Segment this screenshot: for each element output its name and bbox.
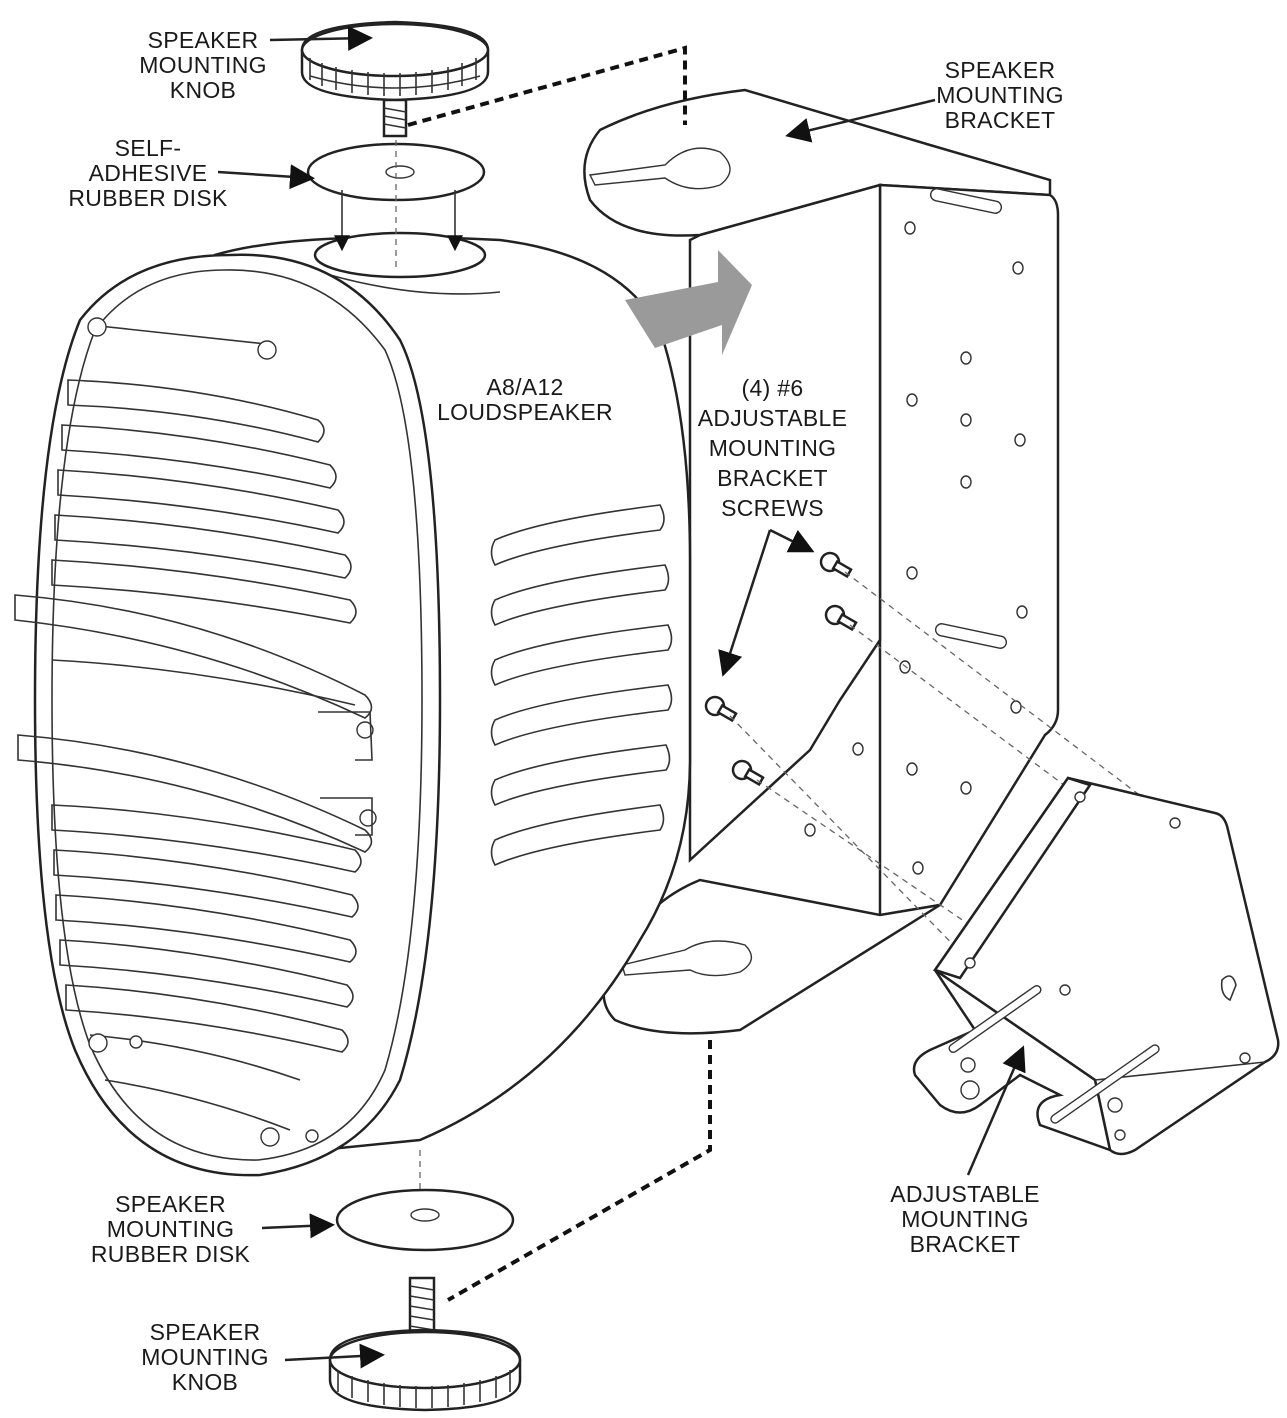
bottom-mounting-knob [328,1276,522,1412]
direction-arrow [625,250,752,355]
callout-arrows [217,25,1026,1369]
top-mounting-knob [300,20,490,138]
label-line: KNOB [171,1369,239,1395]
label-line: ADJUSTABLE [890,1181,1040,1207]
label-line: MOUNTING [901,1206,1029,1232]
label-line: (4) #6 [741,375,804,401]
label-line: BRACKET [909,1231,1021,1257]
label-line: MOUNTING [106,1216,235,1242]
grille-slats [14,324,373,1131]
label-line: RUBBER DISK [68,185,228,211]
label-line: SPEAKER [147,27,259,53]
bottom-knob-guide [447,1040,712,1302]
loudspeaker-body [14,231,692,1177]
label-line: MOUNTING [708,435,837,461]
label-line: SELF- [114,135,182,161]
bottom-rubber-disk [335,1150,515,1252]
label-loudspeaker: A8/A12 LOUDSPEAKER [420,375,630,425]
label-line: MOUNTING [936,82,1064,108]
label-line: ADHESIVE [88,160,208,186]
label-line: MOUNTING [141,1344,269,1370]
label-line: SPEAKER [115,1191,226,1217]
label-line: LOUDSPEAKER [437,399,613,425]
label-rubber-disk-top: SELF- ADHESIVE RUBBER DISK [58,136,238,211]
speaker-mounting-bracket [583,88,1060,1035]
label-line: SPEAKER [944,57,1056,83]
top-knob-guide [407,45,687,127]
side-vents [490,504,673,867]
label-line: SPEAKER [149,1319,261,1345]
label-line: BRACKET [717,465,828,491]
label-knob-bottom: SPEAKER MOUNTING KNOB [130,1320,280,1395]
label-line: A8/A12 [486,374,564,400]
label-line: ADJUSTABLE [697,405,848,431]
label-line: RUBBER DISK [90,1241,251,1267]
label-rubber-disk-bottom: SPEAKER MOUNTING RUBBER DISK [78,1192,263,1267]
label-screws: (4) #6 ADJUSTABLE MOUNTING BRACKET SCREW… [680,373,865,523]
label-bracket-top: SPEAKER MOUNTING BRACKET [920,58,1080,133]
label-line: KNOB [169,77,237,103]
label-line: SCREWS [721,495,824,521]
label-adjustable-bracket: ADJUSTABLE MOUNTING BRACKET [870,1182,1060,1257]
label-line: MOUNTING [139,52,267,78]
label-line: BRACKET [944,107,1056,133]
label-knob-top: SPEAKER MOUNTING KNOB [128,28,278,103]
